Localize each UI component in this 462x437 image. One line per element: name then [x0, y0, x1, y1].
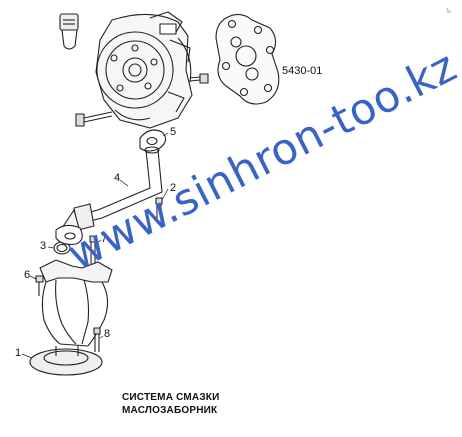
pump-gasket: [215, 13, 280, 105]
bolt-right: [189, 73, 209, 84]
leader-lines: [21, 132, 169, 359]
callout-1: 1: [15, 347, 22, 359]
bolt-2: [155, 197, 163, 222]
caption-line-1: СИСТЕМА СМАЗКИ: [122, 392, 220, 403]
callout-8: 8: [104, 328, 111, 340]
drawing-code: 5430-01: [282, 65, 323, 77]
bolt-6: [35, 275, 44, 296]
callout-4: 4: [114, 172, 121, 184]
bolt-8: [93, 327, 101, 352]
flange-gasket: [139, 129, 167, 152]
callout-3: 3: [40, 240, 47, 252]
callout-6: 6: [24, 269, 31, 281]
callout-7: 7: [101, 233, 108, 245]
oil-pump-assembly: [95, 11, 193, 129]
bolt-7: [89, 235, 97, 264]
callout-5: 5: [170, 126, 177, 138]
corner-mark: ъ: [446, 6, 451, 15]
tube-gasket: [55, 224, 83, 245]
bolt-left: [75, 111, 113, 127]
callout-2: 2: [170, 182, 177, 194]
oil-strainer-pickup: [29, 259, 113, 376]
caption-line-2: МАСЛОЗАБОРНИК: [122, 405, 218, 416]
bushing-part: [59, 13, 79, 50]
